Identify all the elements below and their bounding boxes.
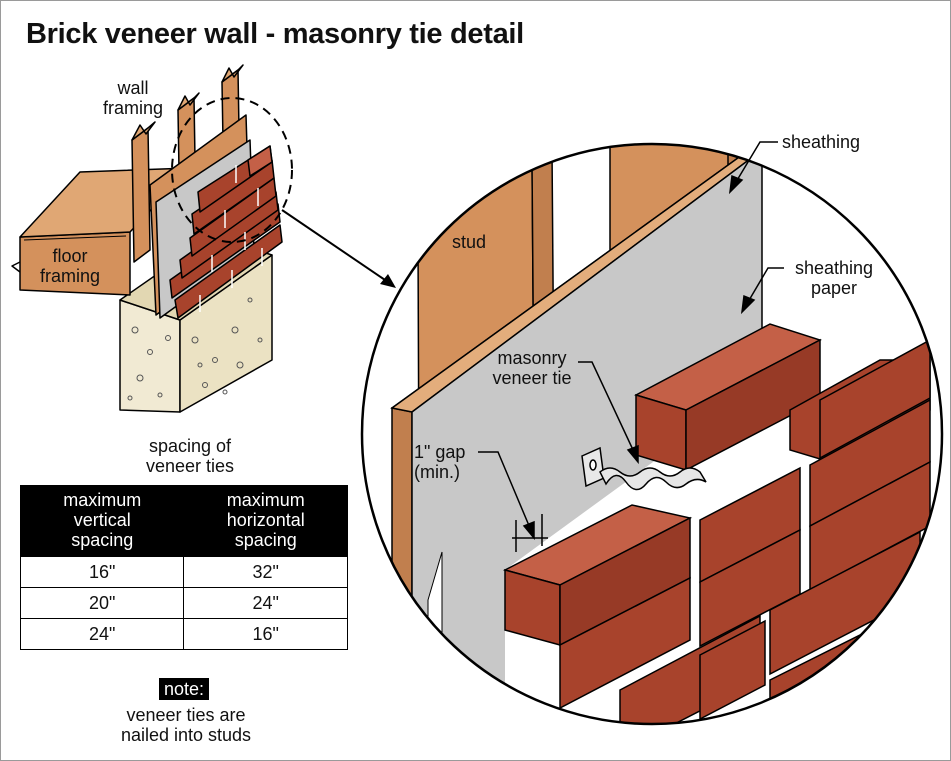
label-floor-framing: floor framing [39, 246, 101, 286]
table-cell-horizontal: 24" [183, 587, 348, 619]
header-horizontal-spacing: maximum horizontal spacing [183, 485, 348, 557]
page-title: Brick veneer wall - masonry tie detail [26, 18, 524, 50]
table-cell-horizontal: 16" [183, 618, 348, 650]
label-masonry-veneer-tie: masonry veneer tie [492, 348, 572, 388]
table-header-row: maximum vertical spacing maximum horizon… [19, 485, 348, 557]
masonry-veneer-tie [581, 446, 707, 491]
table-row: 16" 32" [19, 556, 348, 588]
label-sheathing: sheathing [782, 132, 861, 152]
gap-dimension-marker [512, 514, 548, 552]
note-tag: note: [159, 678, 210, 700]
label-stud: stud [452, 232, 487, 252]
callout-arrow [281, 209, 396, 288]
tie-spacing-table: maximum vertical spacing maximum horizon… [19, 485, 348, 650]
table-cell-vertical: 20" [19, 587, 185, 619]
label-spacing-caption: spacing of veneer ties [145, 436, 235, 476]
label-gap: 1" gap (min.) [414, 442, 466, 482]
detail-callout-circle [171, 97, 293, 243]
table-row: 20" 24" [19, 587, 348, 619]
overview-bricks [169, 145, 283, 319]
table-row: 24" 16" [19, 618, 348, 650]
leader-lines [478, 141, 784, 541]
header-vertical-spacing: maximum vertical spacing [19, 485, 185, 557]
note-text: veneer ties are nailed into studs [120, 705, 252, 745]
detail-circle-outline [360, 142, 944, 726]
table-cell-horizontal: 32" [183, 556, 348, 588]
table-cell-vertical: 16" [19, 556, 185, 588]
label-sheathing-paper: sheathing paper [794, 258, 874, 298]
table-cell-vertical: 24" [19, 618, 185, 650]
label-wall-framing: wall framing [102, 78, 164, 118]
overview-illustration [11, 64, 293, 413]
